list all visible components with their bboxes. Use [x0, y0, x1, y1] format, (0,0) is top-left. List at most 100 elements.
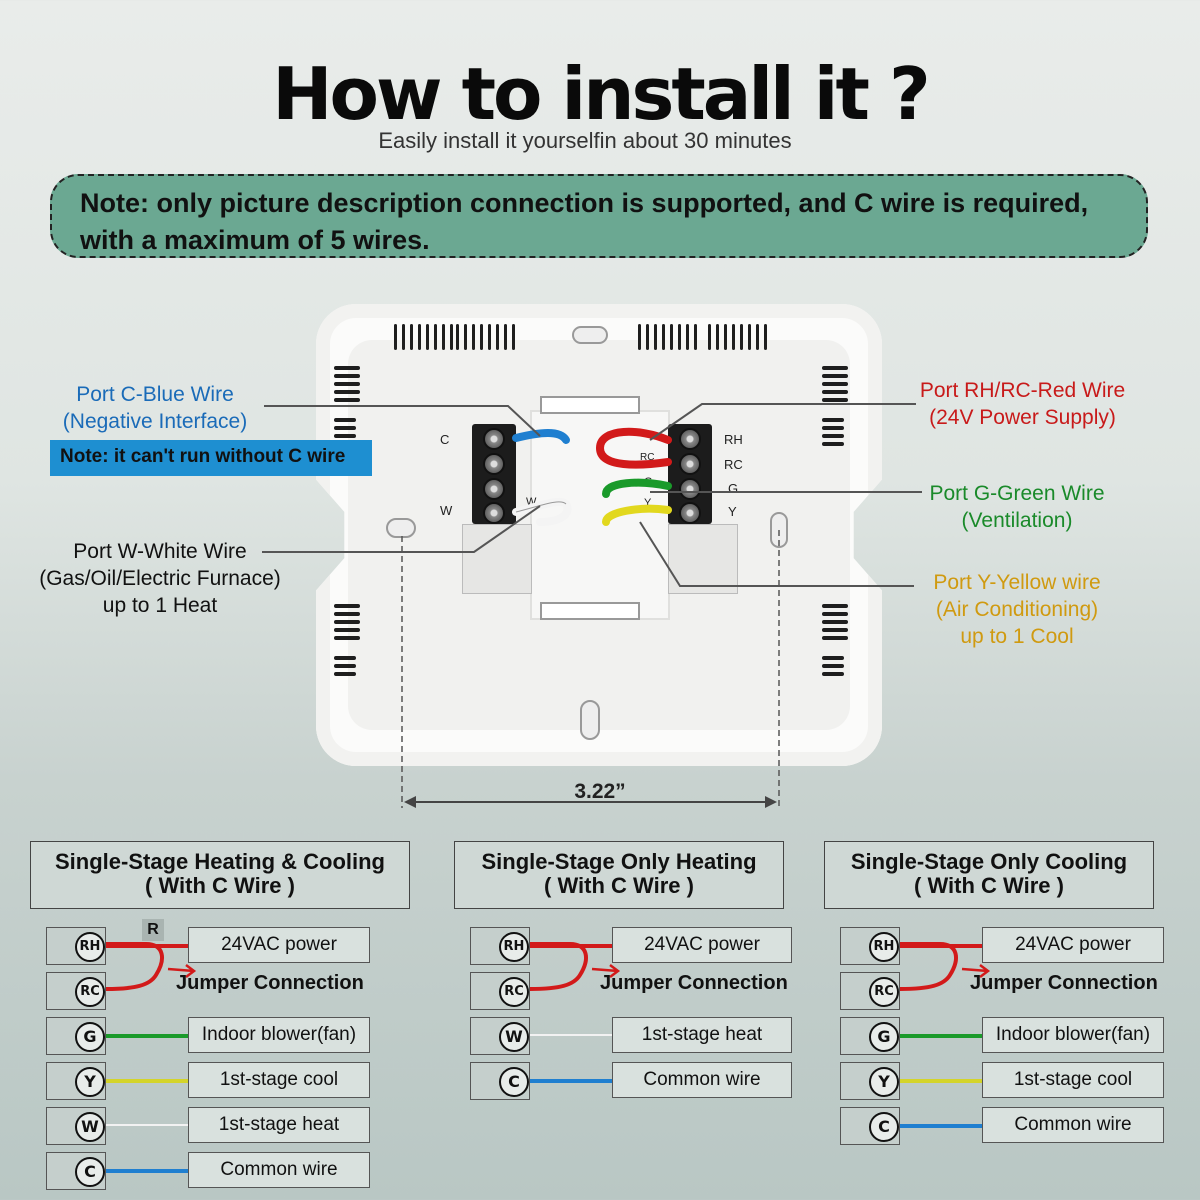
- vent-slot: [764, 324, 767, 350]
- terminal-label-rh: RH: [724, 432, 743, 447]
- jumper-connection-label: Jumper Connection: [176, 972, 364, 994]
- vent-slot: [654, 324, 657, 350]
- vent-slot: [686, 324, 689, 350]
- terminal-label-y: Y: [728, 504, 737, 519]
- vent-slot: [822, 636, 848, 640]
- mount-hole-bottom: [580, 700, 600, 740]
- vent-slot: [410, 324, 413, 350]
- terminal-description: 24VAC power: [188, 927, 370, 963]
- wire-tag-y: Y: [644, 497, 652, 509]
- terminal-description: 24VAC power: [982, 927, 1164, 963]
- terminal-description: 24VAC power: [612, 927, 792, 963]
- callout-port-c-title: Port C-Blue Wire: [76, 383, 234, 406]
- terminal-w: W: [46, 1107, 106, 1145]
- terminal-description: Common wire: [188, 1152, 370, 1188]
- leader-line-rh: [649, 403, 916, 441]
- screw-icon: [679, 428, 701, 450]
- vent-slot: [822, 398, 848, 402]
- blue-wire: [512, 429, 570, 444]
- diagram-title: Single-Stage Heating & Cooling( With C W…: [30, 841, 410, 909]
- terminal-circle-label: RH: [75, 932, 105, 962]
- vent-slot: [334, 604, 360, 608]
- terminal-description: 1st-stage heat: [612, 1017, 792, 1053]
- right-terminal-housing: [668, 524, 738, 594]
- terminal-rh: RH: [470, 927, 530, 965]
- mount-hole-top: [572, 326, 608, 344]
- terminal-rc: RC: [470, 972, 530, 1010]
- callout-port-w-limit: up to 1 Heat: [102, 594, 218, 617]
- white-wire: [106, 1124, 188, 1126]
- vent-slot: [822, 664, 844, 668]
- vent-slot: [822, 628, 848, 632]
- diagram-subtitle: ( With C Wire ): [544, 873, 694, 898]
- dimension-arrowhead-right: [765, 796, 777, 808]
- vent-slot: [748, 324, 751, 350]
- callout-port-c: Port C-Blue Wire (Negative Interface): [55, 381, 255, 435]
- diagram-title: Single-Stage Only Heating( With C Wire ): [454, 841, 784, 909]
- screw-icon: [483, 502, 505, 524]
- vent-slot: [334, 434, 356, 438]
- dimension-arrowhead-left: [404, 796, 416, 808]
- terminal-circle-label: G: [75, 1022, 105, 1052]
- terminal-description: 1st-stage cool: [188, 1062, 370, 1098]
- terminal-circle-label: RC: [499, 977, 529, 1007]
- terminal-circle-label: C: [499, 1067, 529, 1097]
- vent-slot: [822, 434, 844, 438]
- vent-slot: [822, 620, 848, 624]
- vent-slot: [456, 324, 459, 350]
- white-wire: [530, 1034, 612, 1036]
- blue-wire: [530, 1079, 612, 1083]
- terminal-g: G: [840, 1017, 900, 1055]
- vent-slot: [334, 620, 360, 624]
- vent-slot: [442, 324, 445, 350]
- callout-port-y-desc: (Air Conditioning): [935, 598, 1099, 621]
- vent-slot: [334, 382, 360, 386]
- screw-icon: [483, 428, 505, 450]
- vent-slot: [394, 324, 397, 350]
- terminal-rh: RH: [840, 927, 900, 965]
- vent-slot: [694, 324, 697, 350]
- screw-icon: [679, 502, 701, 524]
- vent-slot: [472, 324, 475, 350]
- terminal-description: Indoor blower(fan): [982, 1017, 1164, 1053]
- terminal-y: Y: [840, 1062, 900, 1100]
- terminal-description: 1st-stage cool: [982, 1062, 1164, 1098]
- jumper-wire: [900, 942, 991, 991]
- vent-slot: [334, 366, 360, 370]
- vent-slot: [822, 366, 848, 370]
- blue-wire: [900, 1124, 982, 1128]
- terminal-circle-label: G: [869, 1022, 899, 1052]
- diagram-title-line: Single-Stage Only Cooling: [850, 849, 1128, 874]
- leader-line-c: [264, 405, 541, 437]
- vent-slot: [678, 324, 681, 350]
- terminal-y: Y: [46, 1062, 106, 1100]
- terminal-c: C: [46, 1152, 106, 1190]
- plate-center-tab-top: [540, 396, 640, 414]
- vent-slot: [334, 656, 356, 660]
- jumper-connection-label: Jumper Connection: [600, 972, 788, 994]
- callout-port-c-desc: (Negative Interface): [62, 410, 248, 433]
- vent-slot: [334, 628, 360, 632]
- blue-wire: [106, 1169, 188, 1173]
- callout-port-g: Port G-Green Wire (Ventilation): [912, 480, 1122, 534]
- wire-tag-w: W: [526, 496, 537, 508]
- terminal-circle-label: W: [75, 1112, 105, 1142]
- leader-line-y: [639, 521, 914, 587]
- vent-slot: [670, 324, 673, 350]
- terminal-rc: RC: [46, 972, 106, 1010]
- wire-tag-rc: RC: [640, 452, 655, 463]
- vent-slot: [822, 442, 844, 446]
- callout-port-w-desc: (Gas/Oil/Electric Furnace): [39, 567, 281, 590]
- vent-slot: [822, 604, 848, 608]
- terminal-description: Common wire: [982, 1107, 1164, 1143]
- callout-port-rh-title: Port RH/RC-Red Wire: [919, 379, 1126, 402]
- diagram-title: Single-Stage Only Cooling( With C Wire ): [824, 841, 1154, 909]
- green-wire: [900, 1034, 982, 1038]
- vent-slot: [708, 324, 711, 350]
- vent-slot: [512, 324, 515, 350]
- green-wire: [602, 478, 672, 498]
- width-dimension-label: 3.22”: [574, 780, 626, 803]
- terminal-label-rc: RC: [724, 457, 743, 472]
- green-wire: [106, 1034, 188, 1038]
